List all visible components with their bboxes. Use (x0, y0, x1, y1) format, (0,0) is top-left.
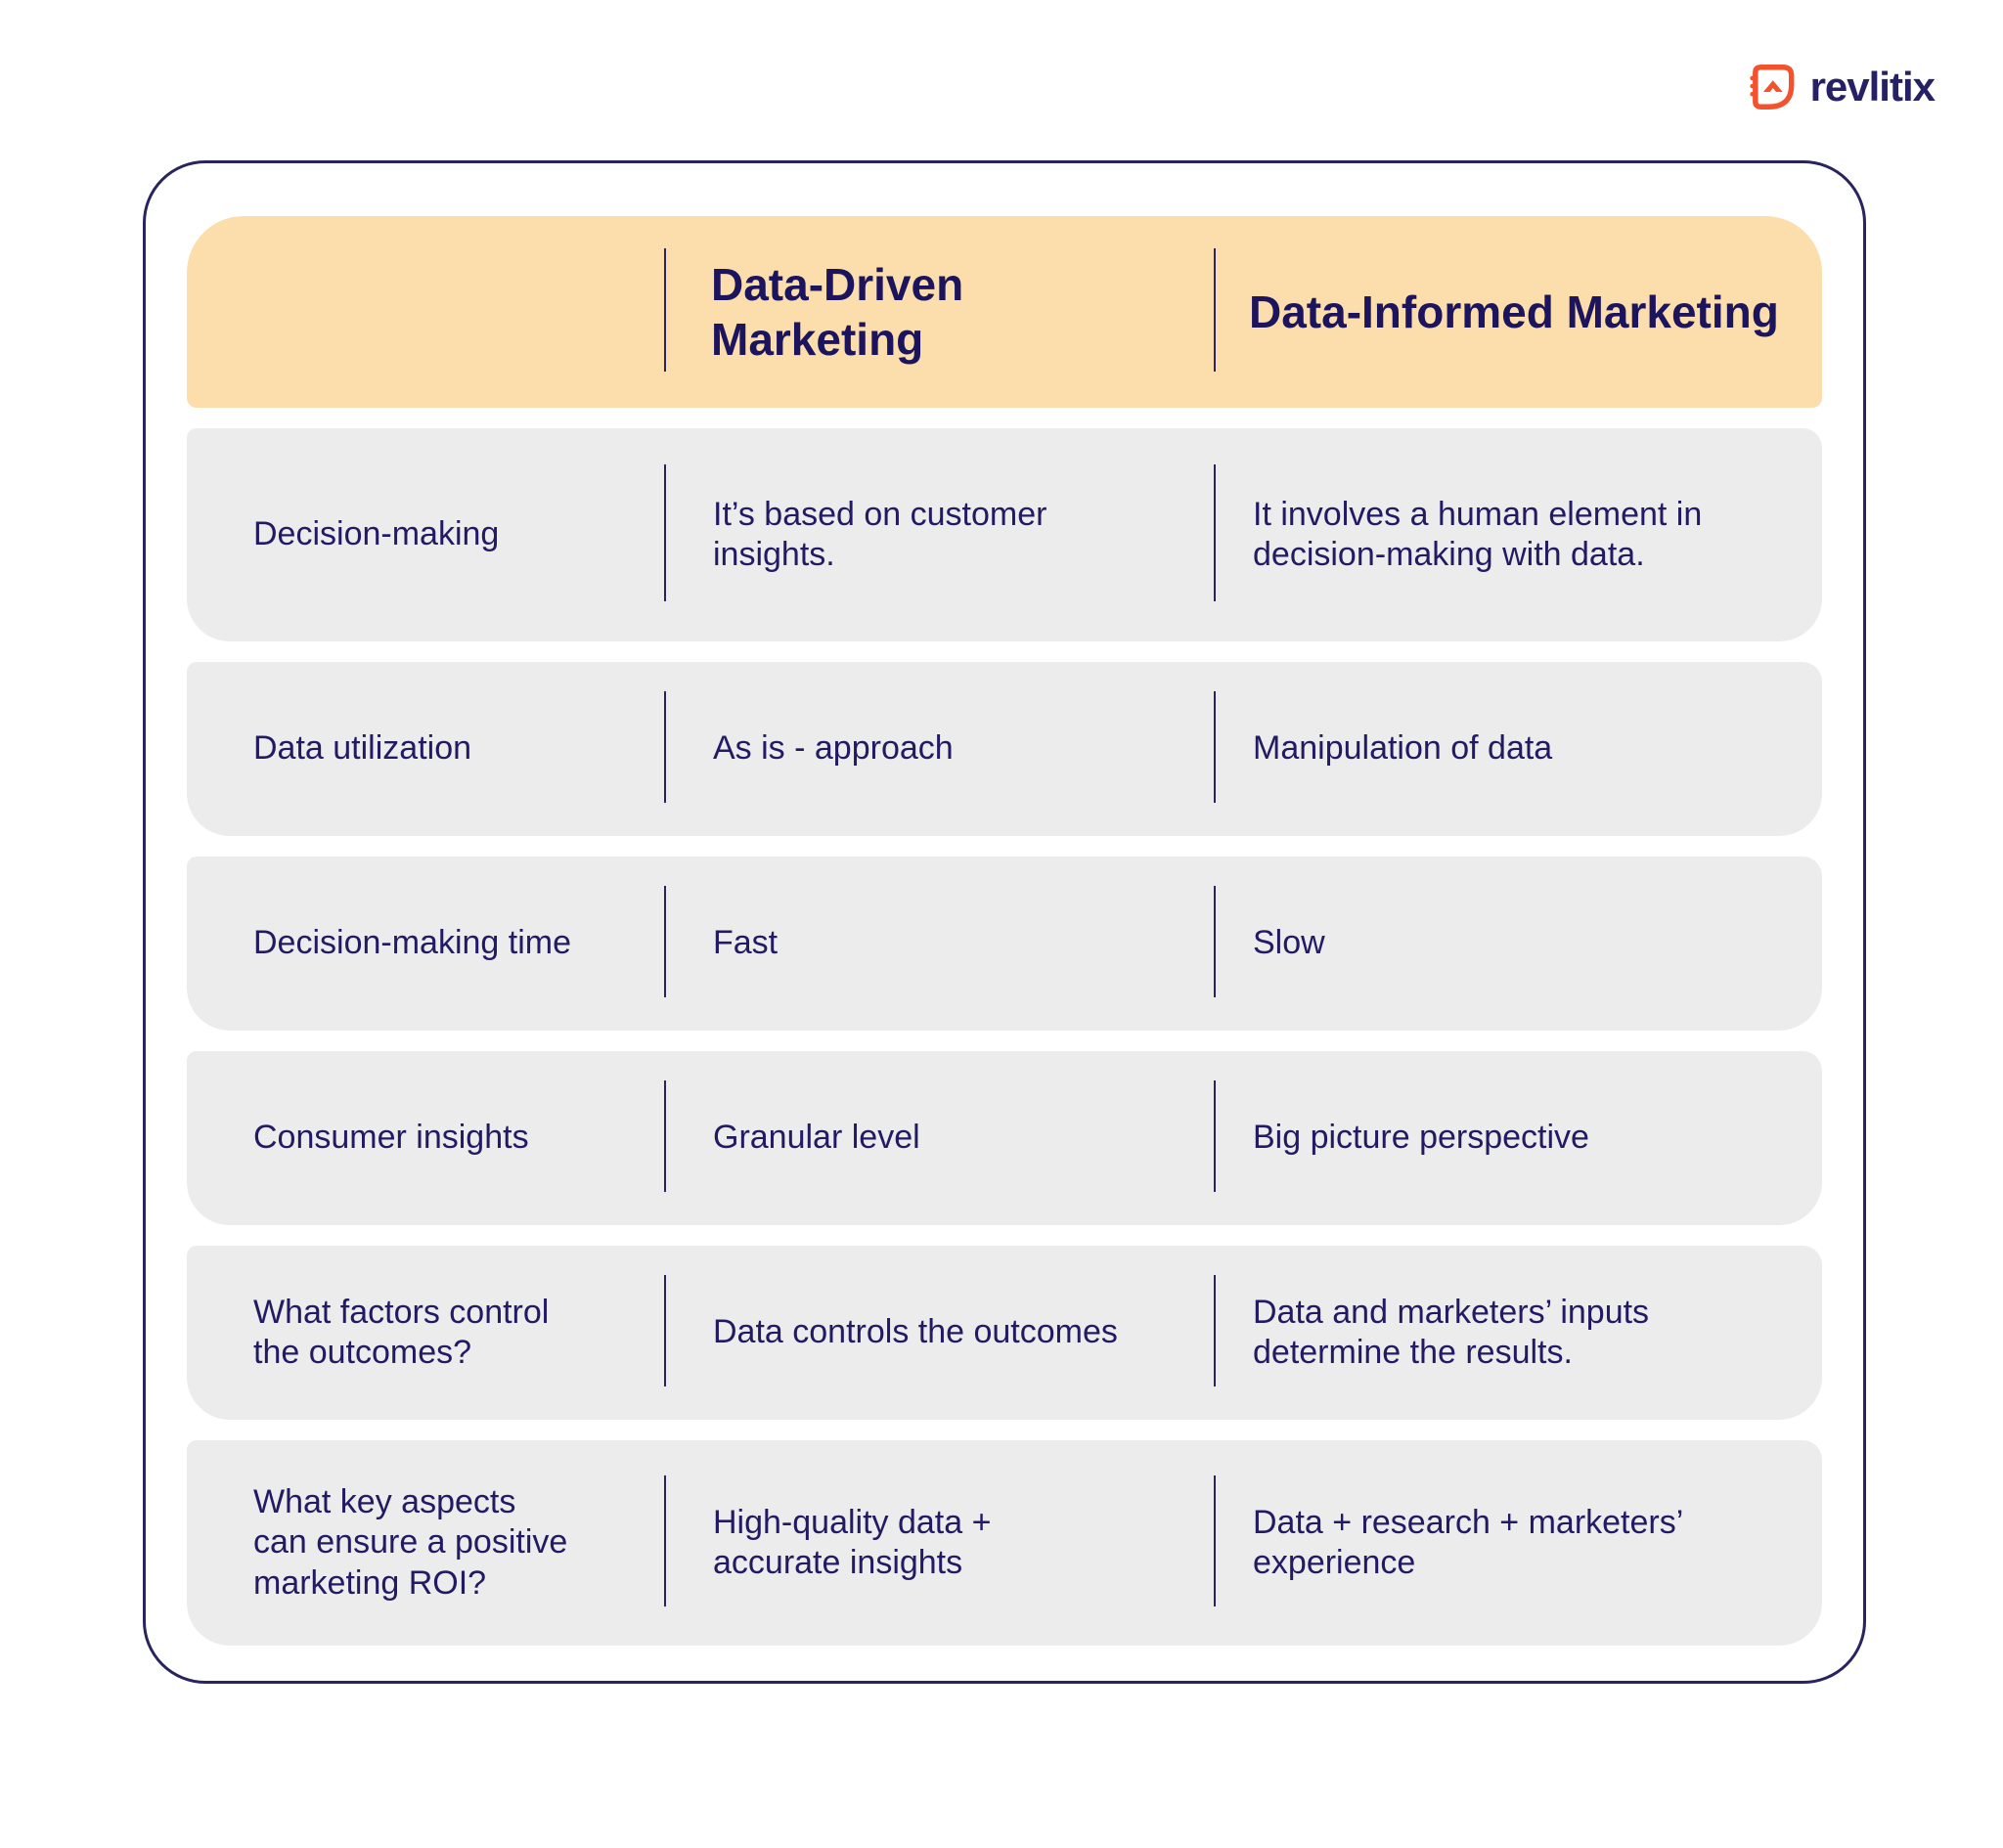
row-label: What key aspects can ensure a positive m… (253, 1482, 568, 1602)
row-label: Consumer insights (253, 1119, 529, 1157)
column-divider (1214, 464, 1216, 601)
table-row: What factors control the outcomes? Data … (187, 1246, 1822, 1420)
data-informed-cell: Data + research + marketers’ experience (1253, 1503, 1684, 1581)
row-label: Decision-making (253, 515, 500, 553)
column-divider (1214, 1080, 1216, 1193)
table-row: What key aspects can ensure a positive m… (187, 1440, 1822, 1646)
data-driven-cell: Fast (713, 924, 779, 962)
column-divider (664, 1474, 666, 1607)
data-informed-cell: Slow (1253, 924, 1325, 962)
table-row: Data utilization As is - approach Manipu… (187, 662, 1822, 836)
brand-logo: revlitix (1745, 63, 1936, 111)
column-divider (664, 1275, 666, 1387)
table-row: Consumer insights Granular level Big pic… (187, 1051, 1822, 1225)
column-divider (664, 248, 666, 372)
table-row: Decision-making time Fast Slow (187, 857, 1822, 1031)
column-divider (664, 691, 666, 804)
column-divider (664, 464, 666, 601)
brand-name: revlitix (1809, 64, 1936, 110)
comparison-card: Data-Driven Marketing Data-Informed Mark… (143, 160, 1866, 1684)
column-divider (1214, 886, 1216, 998)
data-driven-cell: Granular level (713, 1119, 920, 1157)
data-driven-cell: As is - approach (713, 729, 954, 768)
column-divider (664, 886, 666, 998)
data-informed-cell: Big picture perspective (1253, 1119, 1589, 1157)
data-driven-cell: Data controls the outcomes (713, 1313, 1118, 1351)
data-informed-cell: Manipulation of data (1253, 729, 1553, 768)
row-label: Decision-making time (253, 924, 571, 962)
column-divider (1214, 1275, 1216, 1387)
data-driven-cell: High-quality data + accurate insights (713, 1503, 992, 1581)
row-label: What factors control the outcomes? (253, 1293, 550, 1371)
column-divider (1214, 1474, 1216, 1607)
data-informed-cell: Data and marketers’ inputs determine the… (1253, 1293, 1650, 1371)
column-divider (1214, 248, 1216, 372)
data-driven-cell: It’s based on customer insights. (713, 495, 1047, 573)
revlitix-arrow-notebook-icon (1749, 65, 1794, 110)
header-cell-data-driven: Data-Driven Marketing (711, 258, 964, 365)
header-cell-data-informed: Data-Informed Marketing (1249, 286, 1779, 337)
comparison-table: Data-Driven Marketing Data-Informed Mark… (187, 216, 1822, 1646)
table-header-row: Data-Driven Marketing Data-Informed Mark… (187, 216, 1822, 408)
table-row: Decision-making It’s based on customer i… (187, 428, 1822, 641)
column-divider (1214, 691, 1216, 804)
column-divider (664, 1080, 666, 1193)
row-label: Data utilization (253, 729, 472, 768)
data-informed-cell: It involves a human element in decision-… (1253, 495, 1703, 573)
